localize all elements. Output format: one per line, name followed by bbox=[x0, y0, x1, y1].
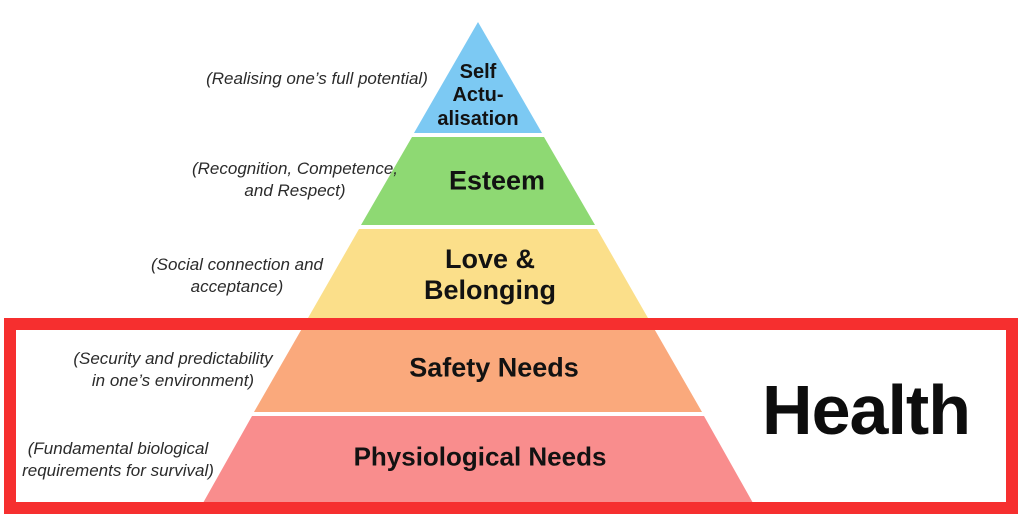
level-label-self-actualisation: Self Actu- alisation bbox=[437, 60, 519, 130]
annotation-physiological: (Fundamental biological requirements for… bbox=[22, 438, 214, 480]
level-label-safety-needs: Safety Needs bbox=[409, 352, 579, 383]
annotation-self-actualisation: (Realising one’s full potential) bbox=[206, 68, 428, 88]
level-label-esteem: Esteem bbox=[448, 165, 546, 196]
annotation-love-belonging: (Social connection and acceptance) bbox=[150, 254, 324, 296]
annotation-esteem: (Recognition, Competence, and Respect) bbox=[191, 158, 399, 200]
level-label-physiological: Physiological Needs bbox=[353, 441, 607, 472]
health-callout-label: Health bbox=[762, 371, 971, 449]
level-label-love-belonging: Love & Belonging bbox=[424, 243, 556, 305]
annotation-safety-needs: (Security and predictability in one’s en… bbox=[73, 348, 273, 390]
health-highlight-box bbox=[4, 318, 1018, 514]
